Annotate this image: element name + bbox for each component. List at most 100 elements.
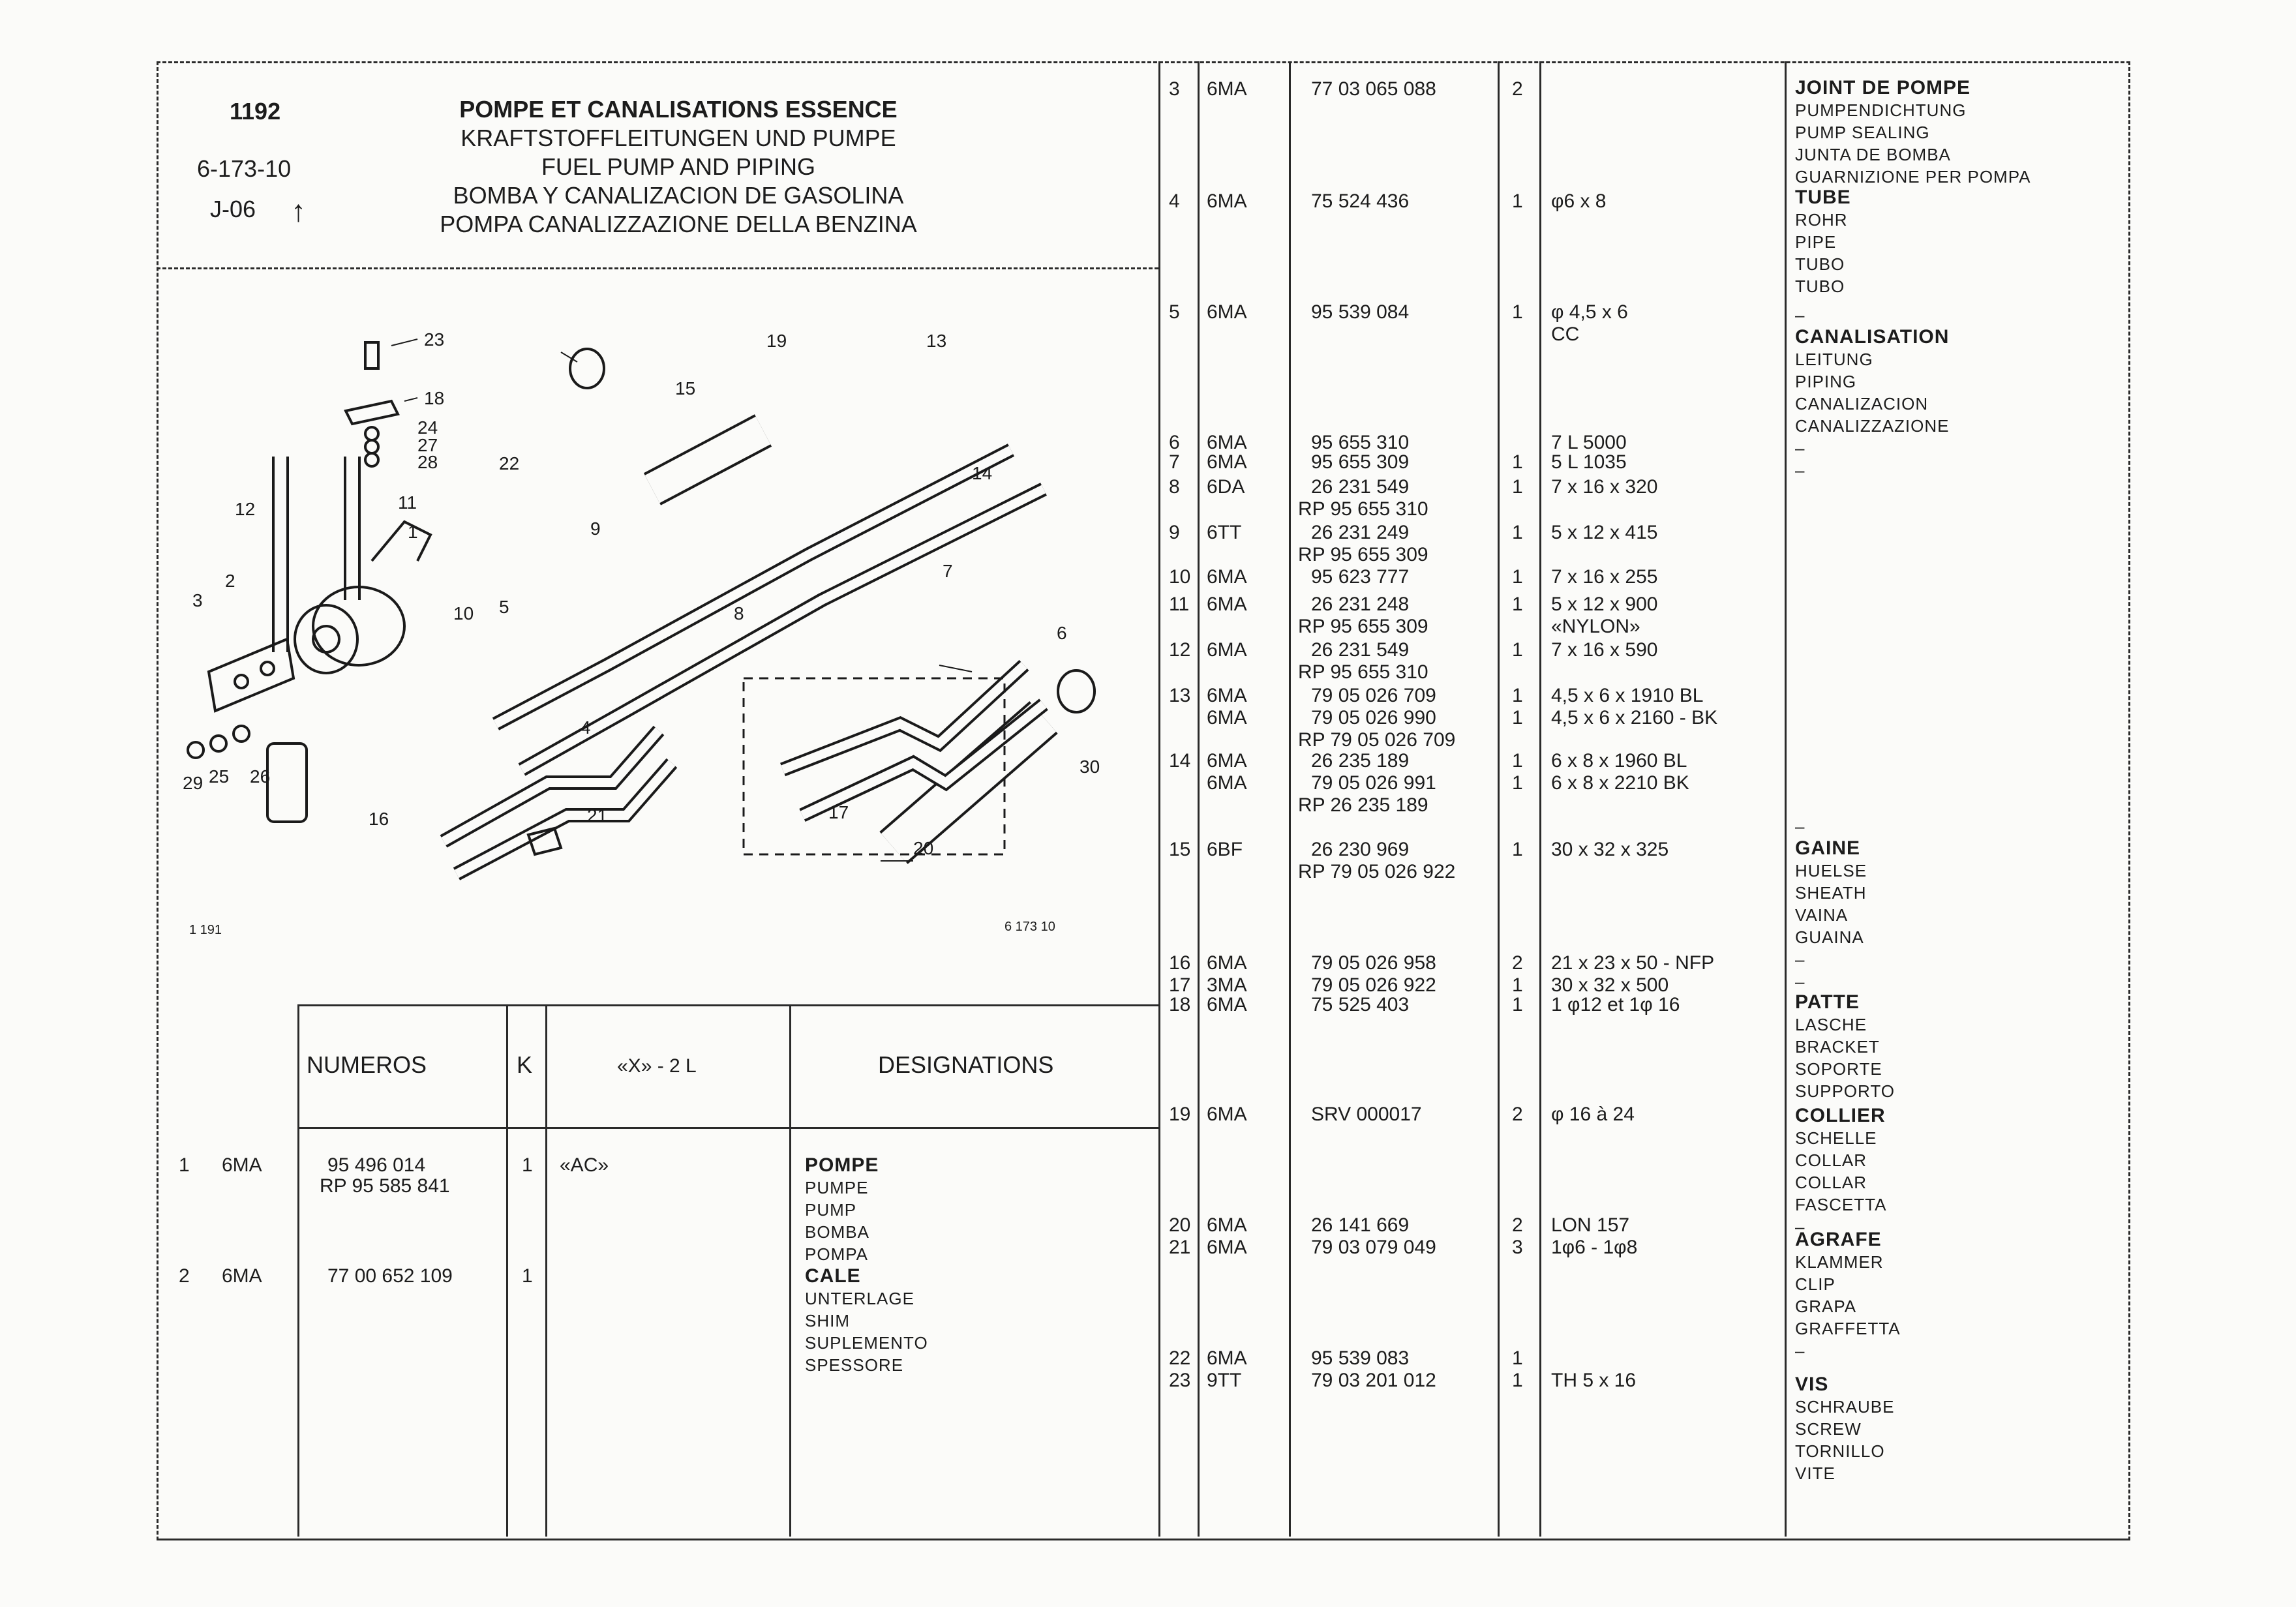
- row-ref: 21: [1169, 1237, 1191, 1258]
- row-qty: 1: [1512, 1347, 1523, 1369]
- row-qty: 1: [1512, 685, 1523, 706]
- row-x: 7 x 16 x 590: [1551, 639, 1658, 661]
- row-x: 6 x 8 x 2210 BK: [1551, 772, 1689, 794]
- row-x: 6 x 8 x 1960 BL: [1551, 750, 1687, 772]
- callout-4: 4: [581, 717, 591, 738]
- designation-line: SCHELLE: [1795, 1128, 1877, 1148]
- designation-line: SHEATH: [1795, 883, 1867, 903]
- row-qty: 1: [1512, 707, 1523, 728]
- designation-line: FASCETTA: [1795, 1195, 1887, 1214]
- callout-25: 25: [209, 766, 229, 787]
- row-qty: 1: [1512, 301, 1523, 323]
- designation-line: PIPING: [1795, 372, 1857, 391]
- row-x: 5 x 12 x 900: [1551, 593, 1658, 615]
- collar-19-icon: [569, 348, 605, 389]
- row-number: 95 623 777: [1311, 566, 1410, 588]
- row-x: CC: [1551, 323, 1580, 345]
- row-code: 9TT: [1207, 1370, 1242, 1391]
- row-x: 7 L 5000: [1551, 432, 1627, 453]
- row-designation: UNTERLAGE: [805, 1289, 914, 1308]
- row-qty: 1: [1512, 839, 1523, 860]
- row-number: 95 539 084: [1311, 301, 1410, 323]
- callout-28: 28: [417, 452, 438, 472]
- exploded-diagram: 23 18 24 27 28 22 12 11 1 2 3 10 5 9 15 …: [157, 274, 1158, 991]
- designation-line: –: [1795, 950, 1805, 969]
- row-code: 6MA: [1207, 432, 1247, 453]
- row-ref: 4: [1169, 190, 1180, 212]
- designation-line: –: [1795, 817, 1805, 836]
- col-x-header: «X» - 2 L: [617, 1055, 697, 1077]
- designation-line: BRACKET: [1795, 1037, 1880, 1057]
- row-designation: SHIM: [805, 1311, 850, 1330]
- designation-line: GUAINA: [1795, 927, 1864, 947]
- row-x: 1φ6 - 1φ8: [1551, 1237, 1638, 1258]
- designation-line: GUARNIZIONE PER POMPA: [1795, 167, 2031, 187]
- row-qty: 2: [1512, 78, 1523, 100]
- row-x: 21 x 23 x 50 - NFP: [1551, 952, 1715, 974]
- row-number: 79 03 201 012: [1311, 1370, 1436, 1391]
- row-x: 5 L 1035: [1551, 451, 1627, 473]
- designation-line: COLLAR: [1795, 1150, 1867, 1170]
- callout-2: 2: [225, 571, 235, 591]
- callout-10: 10: [453, 603, 474, 623]
- bracket-18-icon: [344, 399, 400, 426]
- row-x: φ6 x 8: [1551, 190, 1607, 212]
- row-designation: POMPE: [805, 1154, 879, 1176]
- row-qty: 1: [1512, 639, 1523, 661]
- title-fr: POMPE ET CANALISATIONS ESSENCE: [459, 96, 898, 123]
- row-x: 7 x 16 x 320: [1551, 476, 1658, 498]
- row-code: 6MA: [1207, 190, 1247, 212]
- collar-30-icon: [1057, 669, 1096, 713]
- row-number: 95 655 309: [1311, 451, 1410, 473]
- row-number: 79 05 026 709: [1311, 685, 1436, 706]
- row-code: 6MA: [1207, 301, 1247, 323]
- callout-7: 7: [943, 561, 953, 581]
- row-number: RP 95 655 310: [1298, 498, 1428, 520]
- callout-23: 23: [424, 329, 444, 350]
- diagram-svg: 23 18 24 27 28 22 12 11 1 2 3 10 5 9 15 …: [183, 329, 1100, 880]
- row-qty: 1: [1512, 974, 1523, 996]
- col-k-header: K: [517, 1051, 533, 1078]
- clip-21-icon: [526, 826, 563, 856]
- callout-6: 6: [1057, 623, 1067, 643]
- row-x: «AC»: [560, 1154, 609, 1176]
- row-code: 6MA: [1207, 750, 1247, 772]
- row-ref: 19: [1169, 1104, 1191, 1125]
- divider-code: [1289, 61, 1291, 1537]
- callout-14: 14: [972, 463, 992, 483]
- screw-23-icon: [364, 341, 380, 370]
- row-number: 95 655 310: [1311, 432, 1410, 453]
- designation-line: GRAPA: [1795, 1297, 1857, 1316]
- page-frame: [157, 61, 2130, 1540]
- row-code: 6BF: [1207, 839, 1243, 860]
- row-code: 6MA: [222, 1265, 262, 1287]
- designation-line: VITE: [1795, 1464, 1835, 1483]
- row-number: RP 95 655 309: [1298, 544, 1428, 565]
- row-qty: 1: [1512, 750, 1523, 772]
- row-ref: 16: [1169, 952, 1191, 974]
- callout-17: 17: [828, 802, 849, 822]
- row-ref: 18: [1169, 994, 1191, 1015]
- row-number: 26 141 669: [1311, 1214, 1410, 1236]
- row-qty: 1: [1512, 1370, 1523, 1391]
- row-number: 79 05 026 991: [1311, 772, 1436, 794]
- row-qty: 1: [1512, 593, 1523, 615]
- designation-line: GRAFFETTA: [1795, 1319, 1901, 1338]
- row-number: RP 95 655 310: [1298, 661, 1428, 683]
- designation-line: –: [1795, 305, 1805, 325]
- col-designations-header: DESIGNATIONS: [878, 1051, 1054, 1078]
- ref-line-2: J-06: [210, 196, 256, 222]
- row-code: 6MA: [1207, 994, 1247, 1015]
- designation-line: PATTE: [1795, 991, 1860, 1013]
- callout-29: 29: [183, 773, 203, 793]
- row-code: 6MA: [1207, 593, 1247, 615]
- row-qty: 1: [1512, 451, 1523, 473]
- callout-1: 1: [408, 522, 418, 542]
- title-divider: [157, 267, 1158, 269]
- title-it: POMPA CANALIZZAZIONE DELLA BENZINA: [440, 211, 917, 237]
- designation-line: VIS: [1795, 1374, 1829, 1395]
- row-number: 75 525 403: [1311, 994, 1410, 1015]
- designation-line: –: [1795, 972, 1805, 991]
- row-number: 95 496 014: [327, 1154, 426, 1176]
- callout-26: 26: [250, 766, 270, 787]
